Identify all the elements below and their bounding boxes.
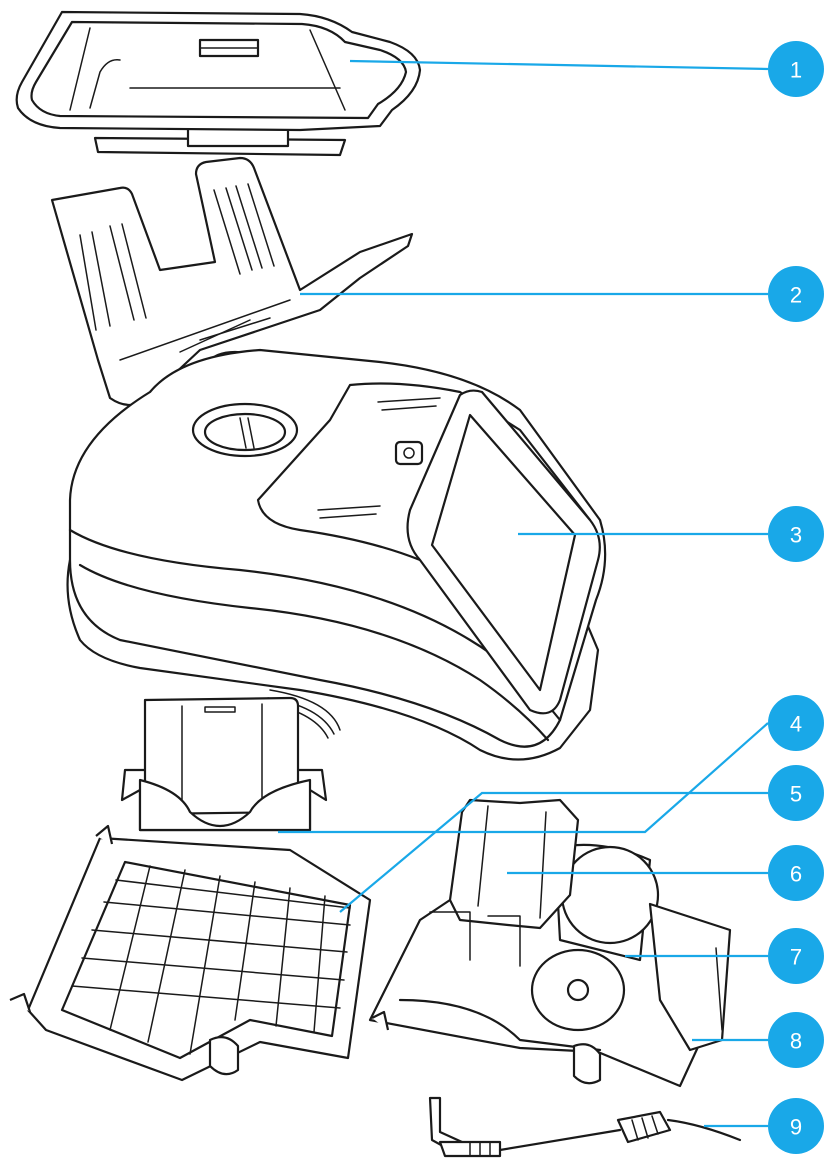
- callout-circle: [768, 1012, 824, 1068]
- callout-label: 8: [790, 1029, 802, 1054]
- callout-label: 2: [790, 283, 802, 308]
- leader-line-1: [349, 59, 769, 71]
- callout-circle: [768, 1098, 824, 1154]
- callout-2: 2: [768, 266, 824, 322]
- callout-circle: [768, 845, 824, 901]
- callout-label: 1: [790, 58, 802, 83]
- callout-circle: [768, 695, 824, 751]
- callout-circle: [768, 928, 824, 984]
- callout-label: 5: [790, 782, 802, 807]
- part-main-unit: [66, 348, 607, 761]
- callout-label: 6: [790, 862, 802, 887]
- callout-circle: [768, 506, 824, 562]
- callout-9: 9: [768, 1098, 824, 1154]
- leader-line-5: [339, 791, 768, 913]
- callout-circle: [768, 266, 824, 322]
- callout-label: 9: [790, 1115, 802, 1140]
- callout-6: 6: [768, 845, 824, 901]
- callout-7: 7: [768, 928, 824, 984]
- callout-label: 3: [790, 523, 802, 548]
- part-filter-grid: [9, 824, 372, 1082]
- callout-8: 8: [768, 1012, 824, 1068]
- callouts: 1 2 3 4 5 6 7 8: [768, 41, 824, 1154]
- callout-label: 7: [790, 945, 802, 970]
- leader-line-4: [278, 722, 769, 834]
- callout-1: 1: [768, 41, 824, 97]
- callout-3: 3: [768, 506, 824, 562]
- callout-label: 4: [790, 712, 802, 737]
- callout-4: 4: [768, 695, 824, 751]
- leader-lines: [278, 59, 769, 1128]
- part-battery: [120, 696, 328, 832]
- callout-5: 5: [768, 765, 824, 821]
- callout-circle: [768, 41, 824, 97]
- part-power-cable: [428, 1096, 742, 1158]
- callout-circle: [768, 765, 824, 821]
- part-tray: [15, 10, 422, 157]
